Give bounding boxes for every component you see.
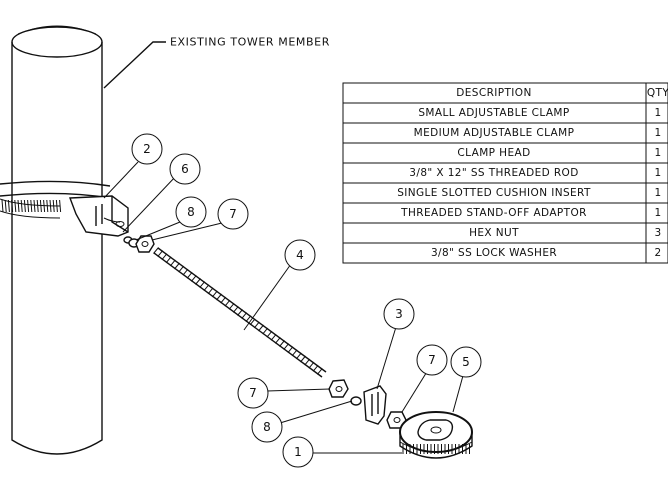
tower-member-callout: EXISTING TOWER MEMBER: [170, 36, 330, 49]
table-row-2-qty: 1: [654, 127, 661, 139]
table-row-4-qty: 1: [654, 167, 661, 179]
table-header-qty: QTY: [647, 87, 668, 99]
svg-text:1: 1: [294, 445, 302, 459]
svg-text:7: 7: [428, 353, 436, 367]
upper-washer-stack: [123, 235, 155, 253]
balloon-6: 6: [169, 153, 201, 185]
balloon-4: 4: [284, 239, 316, 271]
tower-pole: [11, 25, 103, 455]
table-row-7-description: HEX NUT: [469, 227, 519, 239]
table-row-1-description: SMALL ADJUSTABLE CLAMP: [418, 107, 569, 119]
balloon-8-lower: 8: [251, 411, 283, 443]
table-row-2-description: MEDIUM ADJUSTABLE CLAMP: [414, 127, 575, 139]
table-row-6-description: THREADED STAND-OFF ADAPTOR: [400, 207, 587, 219]
balloon-5: 5: [450, 346, 482, 378]
svg-text:7: 7: [249, 386, 257, 400]
svg-text:5: 5: [462, 355, 470, 369]
table-row-8-qty: 2: [654, 247, 661, 259]
balloon-2: 2: [131, 133, 163, 165]
threaded-rod: [153, 247, 327, 378]
table-header-description: DESCRIPTION: [456, 87, 531, 99]
svg-text:4: 4: [296, 248, 304, 262]
balloon-8-upper: 8: [175, 196, 207, 228]
pole-bracket: [69, 195, 129, 237]
svg-text:2: 2: [143, 142, 151, 156]
svg-text:8: 8: [263, 420, 271, 434]
table-row-7-qty: 3: [654, 227, 661, 239]
balloon-7-right: 7: [416, 344, 448, 376]
svg-text:3: 3: [395, 307, 403, 321]
leader-lines: [103, 41, 465, 454]
balloon-7-upper: 7: [217, 198, 249, 230]
cushion-insert: [399, 411, 473, 459]
table-row-3-qty: 1: [654, 147, 661, 159]
table-row-5-qty: 1: [654, 187, 661, 199]
svg-text:7: 7: [229, 207, 237, 221]
table-row-8-description: 3/8" SS LOCK WASHER: [431, 247, 557, 259]
table-row-5-description: SINGLE SLOTTED CUSHION INSERT: [397, 187, 591, 199]
balloon-1: 1: [282, 436, 314, 468]
table-row-3-description: CLAMP HEAD: [457, 147, 530, 159]
parts-table: DESCRIPTION QTY SMALL ADJUSTABLE CLAMP 1…: [342, 82, 668, 264]
svg-text:8: 8: [187, 205, 195, 219]
balloon-7-left: 7: [237, 377, 269, 409]
svg-text:6: 6: [181, 162, 189, 176]
table-row-1-qty: 1: [654, 107, 661, 119]
balloon-3: 3: [383, 298, 415, 330]
table-row-4-description: 3/8" X 12" SS THREADED ROD: [409, 167, 578, 179]
table-row-6-qty: 1: [654, 207, 661, 219]
